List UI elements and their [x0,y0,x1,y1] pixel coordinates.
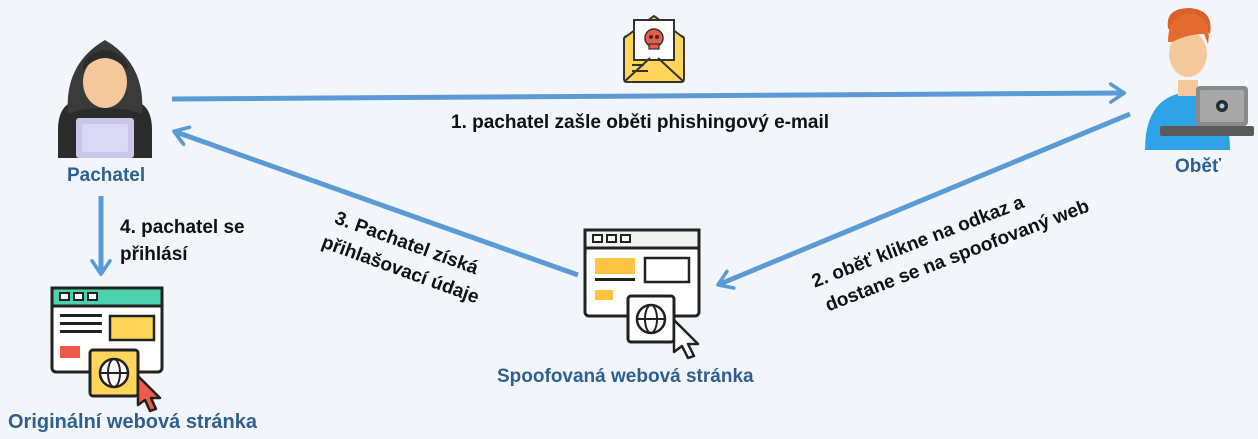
original-site-label: Originální webová stránka [8,411,257,433]
hacker-icon [58,40,152,158]
victim-laptop-icon [1145,8,1254,150]
step4-label: 4. pachatel se přihlásí [120,214,245,268]
step4-line1: 4. pachatel se [120,217,245,238]
victim-label: Oběť [1175,156,1222,177]
arrow-step1 [171,82,1127,104]
original-webpage-icon [50,286,164,413]
spoofed-webpage-icon [583,228,701,360]
phishing-email-icon [623,14,685,83]
step1-label: 1. pachatel zašle oběti phishingový e-ma… [451,112,829,133]
arrow-step2 [716,111,1131,290]
arrow-step3 [172,125,579,278]
attacker-label: Pachatel [67,165,146,186]
spoofed-site-label: Spoofovaná webová stránka [497,366,754,387]
step4-line2: přihlásí [120,244,188,265]
